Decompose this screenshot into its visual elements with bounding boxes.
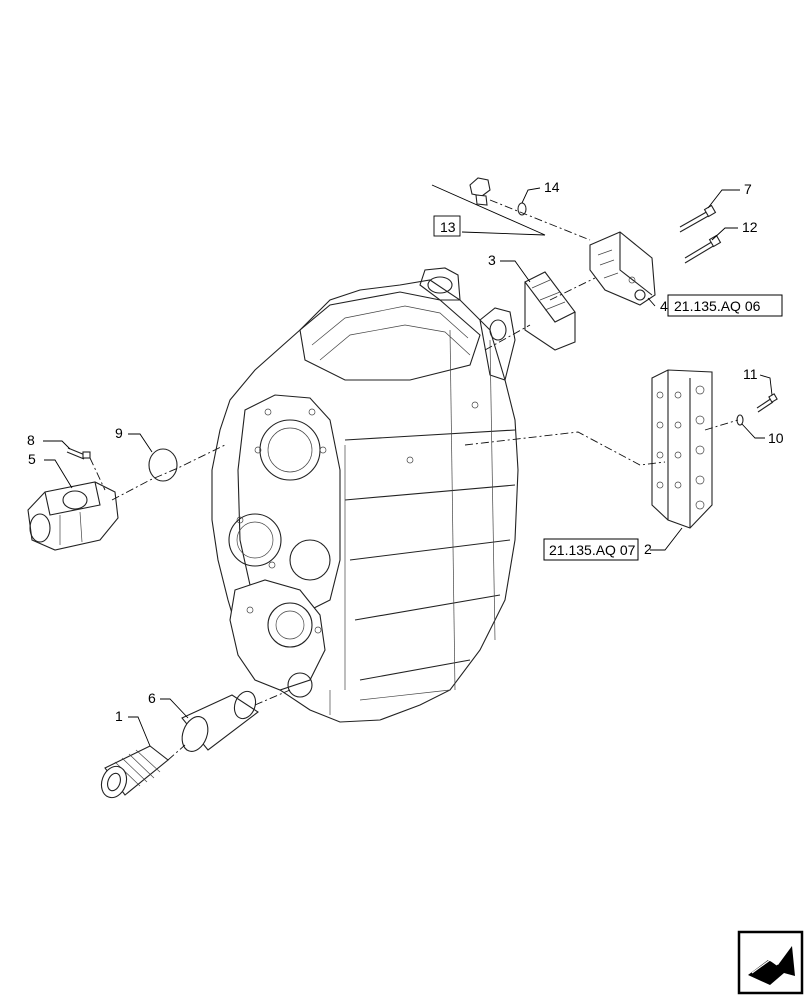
filter-1	[100, 745, 169, 799]
callout-7: 7	[744, 181, 752, 197]
callout-1: 1	[115, 708, 123, 724]
callout-3: 3	[488, 252, 496, 268]
callout-13: 13	[440, 219, 456, 235]
pump-5	[27, 481, 119, 551]
callout-labels: 14 13 7 12 3 4 11 10 2 8 5 9 6 1	[27, 179, 784, 724]
sleeve-6	[181, 690, 259, 752]
callout-5: 5	[28, 451, 36, 467]
callout-6: 6	[148, 690, 156, 706]
bolt-11	[756, 393, 778, 413]
bolt-8	[66, 447, 91, 460]
reference-lower[interactable]: 21.135.AQ 07	[543, 538, 639, 561]
o-ring-9	[148, 448, 178, 482]
callout-8: 8	[27, 432, 35, 448]
callout-9: 9	[115, 425, 123, 441]
callout-12: 12	[742, 219, 758, 235]
gasket-3	[524, 271, 576, 351]
callout-13-box	[433, 215, 461, 237]
reference-lower-box[interactable]	[543, 538, 639, 561]
plug-part	[469, 177, 491, 206]
bolt-7	[679, 204, 717, 233]
reference-lower-label[interactable]: 21.135.AQ 07	[549, 542, 636, 558]
callout-4: 4	[660, 298, 668, 314]
assembly-lines	[89, 199, 739, 761]
reference-upper-label[interactable]: 21.135.AQ 06	[674, 298, 761, 314]
callout-11: 11	[743, 366, 758, 382]
callout-10: 10	[768, 430, 784, 446]
next-arrow-icon[interactable]	[737, 930, 804, 995]
transmission-housing	[211, 267, 519, 723]
valve-plate-2	[651, 369, 713, 529]
valve-block-4	[589, 231, 656, 306]
leader-lines	[43, 187, 773, 747]
bolt-12	[684, 234, 722, 264]
plug-group	[431, 177, 546, 236]
callout-2: 2	[644, 541, 652, 557]
callout-14: 14	[544, 179, 560, 195]
reference-upper-box[interactable]	[667, 294, 783, 317]
reference-upper[interactable]: 21.135.AQ 06	[667, 294, 783, 317]
